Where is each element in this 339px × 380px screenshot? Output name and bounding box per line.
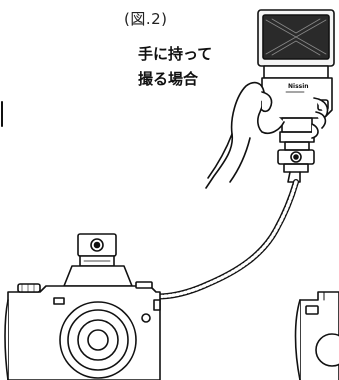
caption: 手に持って 撮る場合 [138,42,212,92]
hand-thumb [261,91,273,113]
figure-number-label: (図.2) [124,10,168,28]
caption-line-1: 手に持って [138,45,213,63]
hand [205,81,329,189]
hand-wrist [207,133,251,183]
lens-release-button [141,313,151,323]
camera-main [4,265,161,380]
mode-dial [17,283,41,293]
caption-line-2: 撮る場合 [138,70,199,88]
camera-partial [294,291,339,380]
camera-prism [63,265,133,287]
camera-grip [4,299,9,380]
flash-foot [279,131,315,143]
flash-brand-label: Nissin [288,83,309,90]
hotshoe-module [77,233,117,267]
flash-lower-body [281,117,313,133]
hand-fingers [311,97,329,139]
flash-unit: Nissin [257,9,335,183]
flash-neck [263,65,329,79]
